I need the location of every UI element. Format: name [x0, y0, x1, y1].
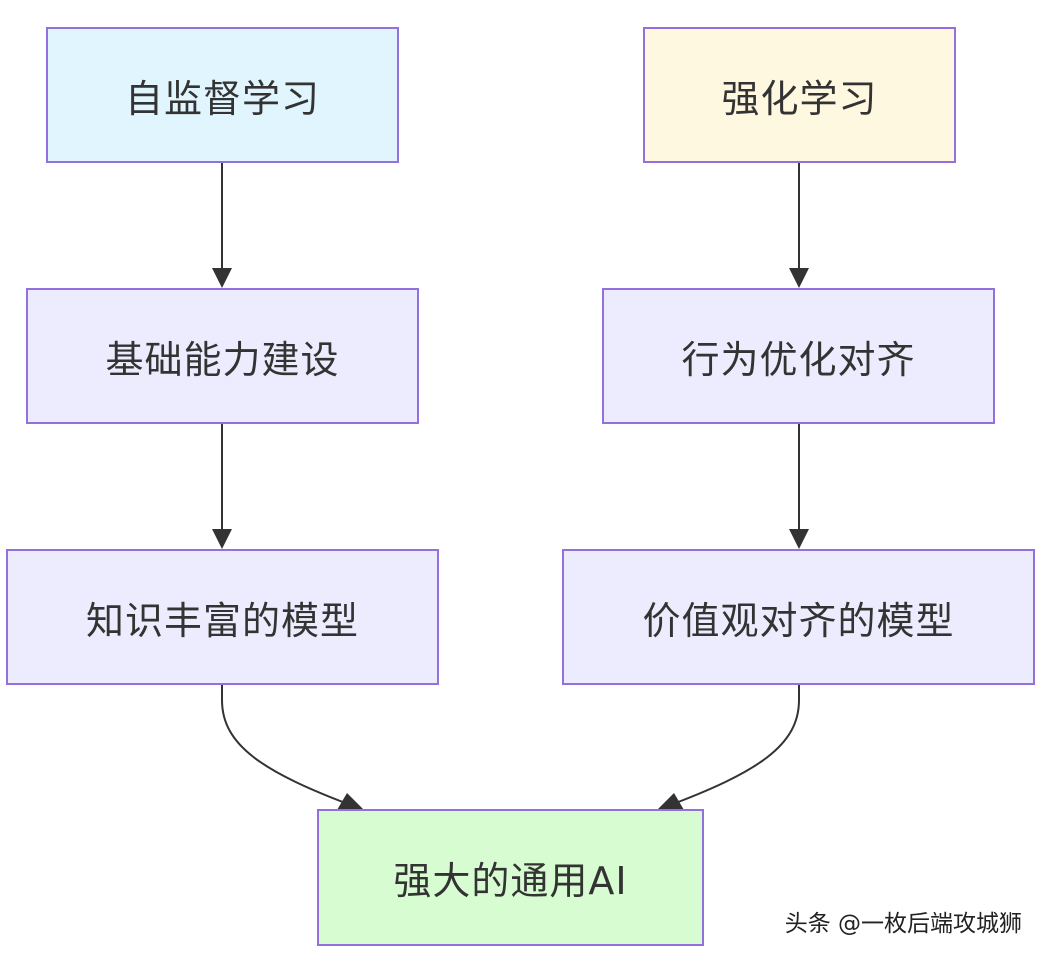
- arrowhead-ssl-to-base: [212, 268, 232, 288]
- node-general-ai: 强大的通用AI: [317, 809, 704, 946]
- arrowhead-knowledge-to-agi: [337, 793, 363, 810]
- author-watermark: 头条 @一枚后端攻城狮: [784, 911, 1022, 937]
- arrowhead-rl-to-alignment: [789, 268, 809, 288]
- edge-knowledge-to-agi: [221, 685, 357, 808]
- arrowhead-alignment-to-value: [789, 529, 809, 549]
- node-label: 基础能力建设: [105, 337, 340, 382]
- node-reinforcement-learning: 强化学习: [643, 27, 956, 163]
- node-label: 强化学习: [721, 76, 878, 121]
- node-behavior-alignment: 行为优化对齐: [602, 288, 995, 424]
- arrowhead-base-to-knowledge: [212, 529, 232, 549]
- node-knowledge-model: 知识丰富的模型: [6, 549, 439, 685]
- node-label: 自监督学习: [124, 76, 320, 121]
- node-value-aligned-model: 价值观对齐的模型: [562, 549, 1035, 685]
- node-label: 强大的通用AI: [393, 859, 628, 903]
- node-label: 价值观对齐的模型: [642, 598, 955, 643]
- edge-value-to-agi: [664, 685, 800, 808]
- node-label: 知识丰富的模型: [85, 598, 359, 643]
- node-label: 行为优化对齐: [681, 337, 916, 382]
- node-capability-building: 基础能力建设: [26, 288, 419, 424]
- node-self-supervised-learning: 自监督学习: [46, 27, 399, 163]
- arrowhead-value-to-agi: [658, 793, 684, 810]
